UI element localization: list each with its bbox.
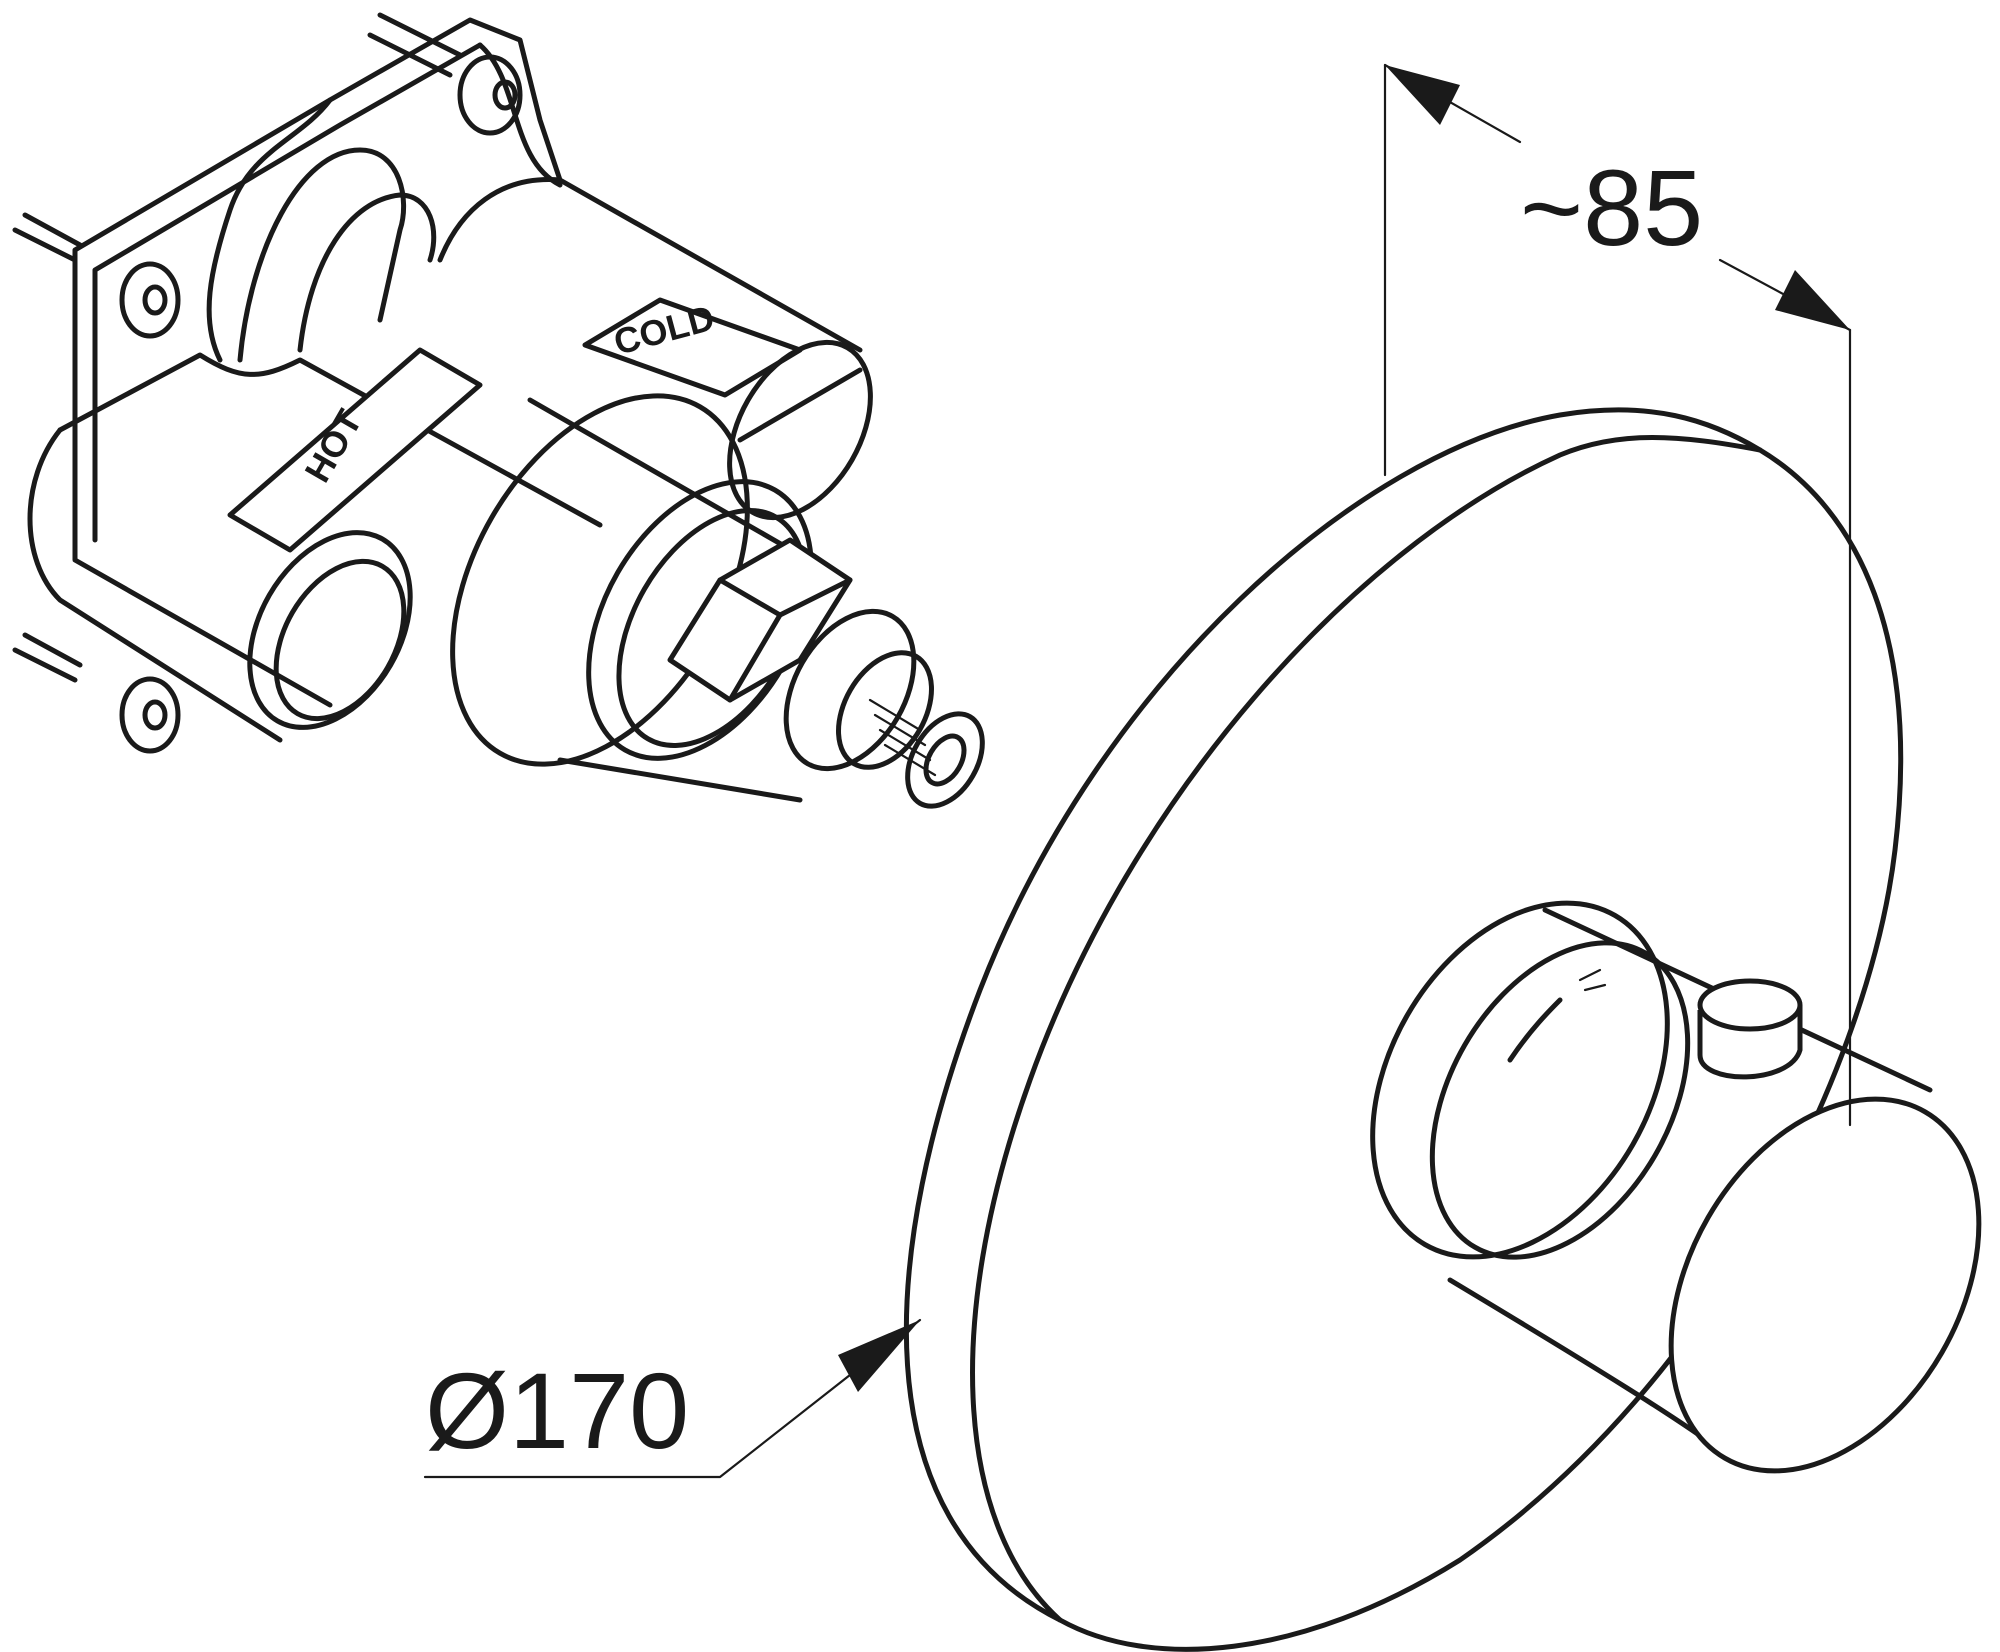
thermostatic-handle[interactable] <box>1312 850 2000 1525</box>
depth-arrow-left <box>1385 65 1460 125</box>
diameter-arrow <box>838 1320 920 1392</box>
concealed-valve-body: HOT COLD <box>12 12 985 809</box>
dimension-diameter: Ø170 <box>423 1318 922 1479</box>
escutcheon-assembly <box>903 407 2000 1652</box>
cold-label-plate: COLD <box>582 297 803 398</box>
safety-stop-button[interactable] <box>1697 978 1803 1080</box>
dimension-depth: ~85 <box>1383 63 1852 1127</box>
mounting-lug-top-right <box>367 12 523 136</box>
mounting-lug-bottom-left <box>12 632 181 754</box>
depth-arrow-right <box>1775 270 1850 330</box>
depth-dimension-label: ~85 <box>1520 147 1703 268</box>
hot-label-plate: HOT <box>227 347 483 553</box>
diameter-dimension-label: Ø170 <box>425 1350 689 1471</box>
valve-spindle <box>783 608 985 809</box>
inlet-port-left <box>247 530 413 730</box>
hex-nut <box>667 537 853 703</box>
mounting-lug-top-left <box>12 212 181 339</box>
